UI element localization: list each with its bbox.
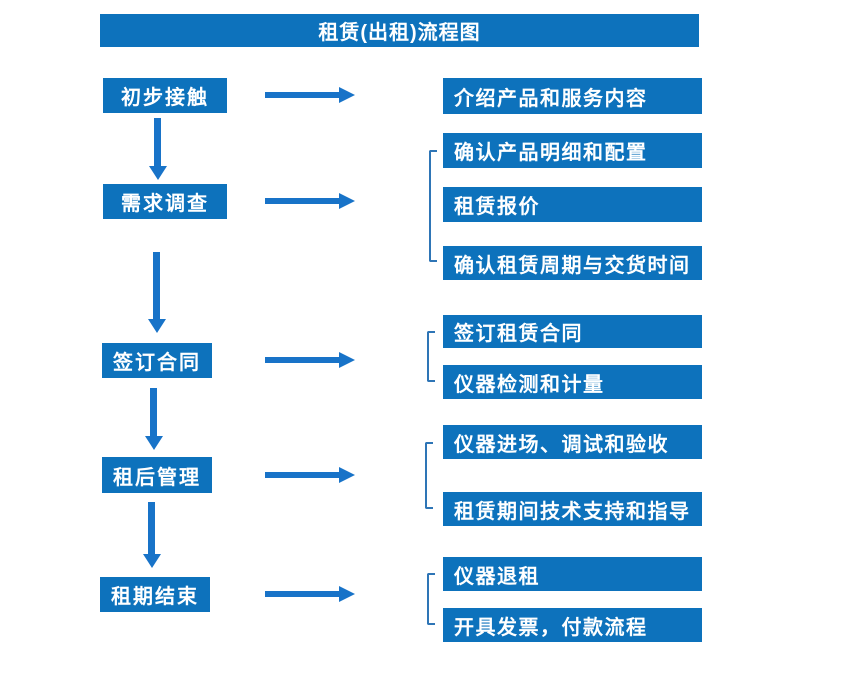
arrow-right-icon-4 [265,467,355,483]
step-box-confirm-rental-period: 确认租赁周期与交货时间 [443,246,702,280]
arrow-shaft [154,118,161,167]
arrow-shaft [148,502,155,555]
step-box-rental-quote: 租赁报价 [443,187,702,222]
arrow-shaft [150,388,157,437]
arrow-head [339,352,355,368]
arrow-shaft [265,198,341,204]
arrow-down-icon-4 [143,502,161,568]
arrow-head [149,166,167,180]
stage-box-lease-end: 租期结束 [100,577,210,612]
group-bracket-demand-survey [429,150,437,262]
arrow-head [339,586,355,602]
arrow-down-icon-1 [149,118,167,180]
step-box-sign-rental-contract: 签订租赁合同 [443,315,702,348]
arrow-right-icon-1 [265,87,355,103]
stage-box-sign-contract: 签订合同 [102,343,212,378]
arrow-right-icon-2 [265,193,355,209]
step-box-confirm-product-details: 确认产品明细和配置 [443,133,702,168]
arrow-down-icon-2 [148,252,166,333]
arrow-head [145,436,163,450]
step-box-technical-support: 租赁期间技术支持和指导 [443,492,702,526]
stage-box-demand-survey: 需求调查 [103,184,227,219]
step-box-instrument-installation: 仪器进场、调试和验收 [443,425,702,459]
arrow-shaft [265,591,341,597]
group-bracket-lease-end [427,573,435,625]
arrow-head [143,554,161,568]
group-bracket-sign-contract [427,331,435,382]
arrow-right-icon-3 [265,352,355,368]
arrow-head [339,193,355,209]
flowchart-title: 租赁(出租)流程图 [100,14,699,47]
group-bracket-post-rental [425,442,433,509]
step-box-invoice-payment: 开具发票，付款流程 [443,608,702,642]
arrow-shaft [265,357,341,363]
arrow-shaft [153,252,160,320]
stage-box-initial-contact: 初步接触 [103,78,227,113]
stage-box-post-rental-management: 租后管理 [102,457,212,493]
arrow-down-icon-3 [145,388,163,450]
arrow-shaft [265,472,341,478]
arrow-head [148,319,166,333]
step-box-introduce-products: 介绍产品和服务内容 [443,78,702,114]
arrow-head [339,467,355,483]
arrow-right-icon-5 [265,586,355,602]
step-box-instrument-testing: 仪器检测和计量 [443,365,702,399]
arrow-head [339,87,355,103]
step-box-instrument-return: 仪器退租 [443,557,702,591]
arrow-shaft [265,92,341,98]
